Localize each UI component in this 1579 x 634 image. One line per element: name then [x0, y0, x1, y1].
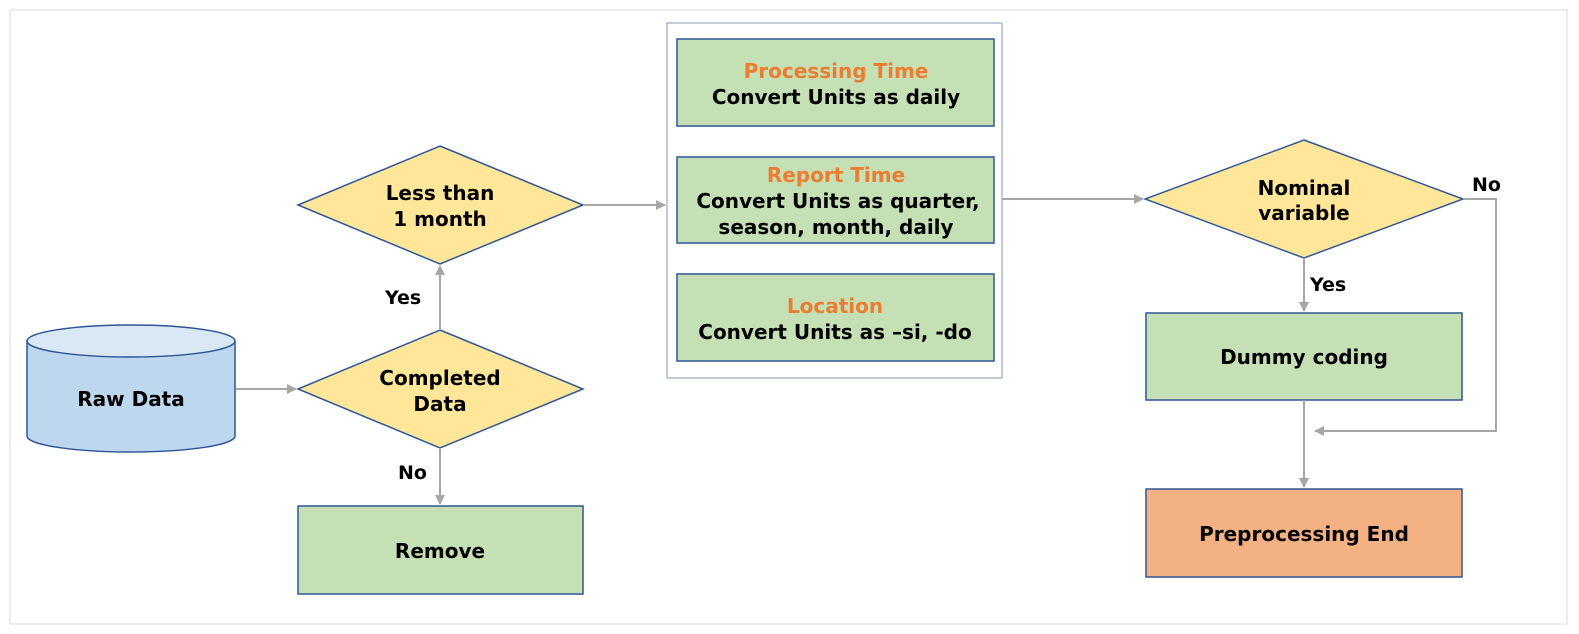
diagram-frame — [9, 9, 1568, 625]
preprocessing-end-box: Preprocessing End — [1145, 488, 1463, 578]
less-than-month-diamond: Less than 1 month — [296, 145, 585, 265]
report-time-heading: Report Time — [767, 163, 905, 187]
edge-label-nominal-no: No — [1472, 174, 1501, 196]
remove-label: Remove — [395, 539, 485, 563]
processing-time-text: Convert Units as daily — [712, 85, 960, 109]
processing-time-heading: Processing Time — [744, 59, 929, 83]
raw-data-cylinder: Raw Data — [26, 324, 236, 453]
report-time-text-line1: Convert Units as quarter, — [696, 189, 979, 213]
nominal-variable-label-line2: variable — [1258, 201, 1349, 225]
edge-label-completed-no: No — [398, 462, 427, 484]
preprocessing-end-label: Preprocessing End — [1199, 522, 1409, 546]
completed-data-diamond: Completed Data — [296, 329, 585, 449]
dummy-coding-box: Dummy coding — [1145, 312, 1463, 401]
nominal-variable-label-line1: Nominal — [1258, 176, 1351, 200]
nominal-variable-diamond: Nominal variable — [1142, 139, 1466, 259]
less-than-month-label-line1: Less than — [386, 181, 495, 205]
less-than-month-label-line2: 1 month — [393, 207, 487, 231]
connector-nominal-no-path — [1314, 198, 1497, 436]
completed-data-label-line2: Data — [413, 392, 466, 416]
report-time-box: Report Time Convert Units as quarter, se… — [676, 156, 995, 244]
location-text: Convert Units as –si, -do — [698, 320, 971, 344]
unit-conversion-group — [666, 22, 1003, 379]
completed-data-label-line1: Completed — [379, 366, 500, 390]
dummy-coding-label: Dummy coding — [1220, 345, 1388, 369]
edge-label-completed-yes: Yes — [384, 287, 421, 309]
edge-label-nominal-yes: Yes — [1309, 274, 1346, 296]
report-time-text-line2: season, month, daily — [718, 215, 953, 239]
location-heading: Location — [787, 294, 883, 318]
processing-time-box: Processing Time Convert Units as daily — [676, 38, 995, 127]
remove-box: Remove — [297, 505, 584, 595]
raw-data-label: Raw Data — [77, 387, 185, 411]
location-box: Location Convert Units as –si, -do — [676, 273, 995, 362]
